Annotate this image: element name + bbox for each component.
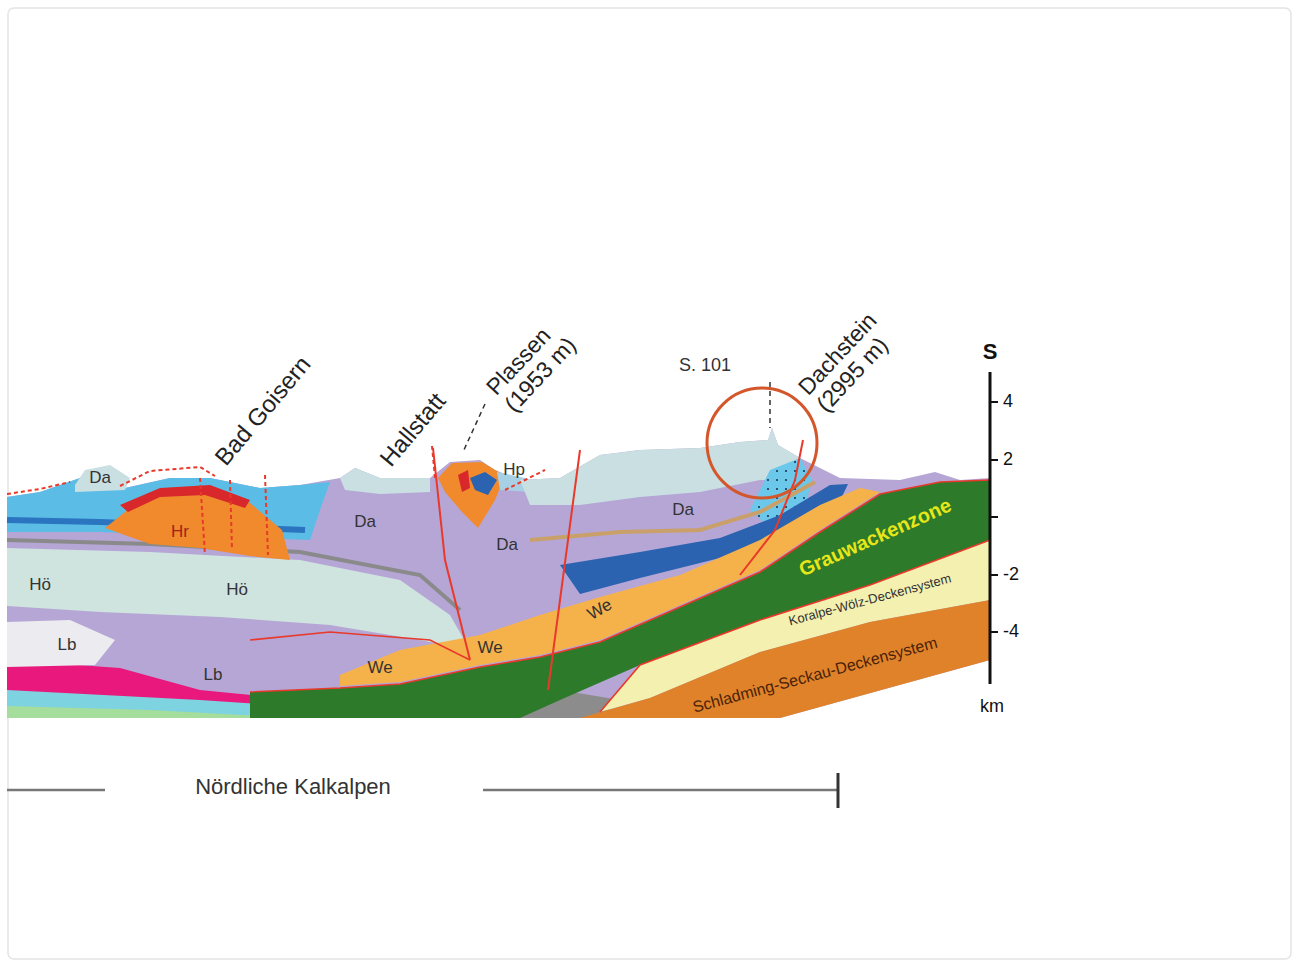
hallstatt-cap: [340, 468, 430, 494]
scale-tick: [990, 459, 998, 461]
peak-name: Dachstein (2995 m): [793, 291, 915, 417]
scale-number: 4: [1003, 392, 1013, 412]
range-label: Nördliche Kalkalpen: [195, 775, 391, 799]
highlight-circle: [707, 388, 817, 498]
scale-tick: [990, 631, 998, 633]
lb-body: [7, 620, 115, 667]
unit-code: Da: [672, 501, 694, 520]
unit-code: Hr: [171, 523, 189, 542]
unit-code: Da: [496, 536, 518, 555]
plassen-red: [458, 470, 470, 492]
thrust-line: [250, 632, 470, 660]
unit-code: We: [367, 659, 392, 678]
fault-line: [740, 440, 803, 575]
page-frame: [8, 8, 1291, 959]
range-bar: [483, 789, 838, 792]
dashed-fault: [120, 467, 215, 486]
place-name: Hallstatt: [375, 388, 451, 471]
scale-number: -2: [1003, 565, 1019, 585]
dashed-fault: [200, 478, 205, 555]
place-name: Bad Goisern: [210, 351, 316, 470]
scale-number: -4: [1003, 622, 1019, 642]
unit-code: Lb: [204, 666, 223, 685]
scale-tick: [990, 516, 998, 518]
scale-number: 2: [1003, 450, 1013, 470]
range-bar: [7, 789, 105, 792]
scale-tick: [990, 401, 998, 403]
direction-label: S: [983, 340, 998, 364]
unit-code: Da: [89, 469, 111, 488]
unit-code: Hp: [503, 461, 525, 480]
page-reference: S. 101: [679, 356, 731, 376]
plassen-body: [438, 462, 505, 528]
scale-unit: km: [980, 697, 1004, 717]
grauwacke-zone: [250, 480, 990, 718]
limestone-base: [7, 428, 990, 718]
dashed-fault: [265, 475, 268, 555]
unit-code: We: [584, 596, 615, 625]
unit-code: We: [477, 639, 502, 658]
unit-code: Hö: [29, 576, 51, 595]
unit-code: Hö: [226, 581, 248, 600]
dashed-fault: [230, 480, 232, 550]
scale-axis: [989, 372, 992, 684]
nappe-name: Koralpe-Wölz-Deckensystem: [787, 571, 953, 628]
leader-line: [463, 404, 485, 452]
unit-code: Lb: [58, 636, 77, 655]
dashed-fault: [7, 482, 70, 494]
range-bar-end: [837, 773, 840, 808]
peak-name: Plassen (1953 m): [481, 291, 603, 417]
nappe-name: Schladming-Seckau-Deckensystem: [691, 634, 939, 716]
unit-code: Da: [354, 513, 376, 532]
da-cap-left: [75, 465, 130, 492]
scale-tick: [990, 574, 998, 576]
fault-line: [548, 450, 580, 690]
zone-name: Grauwackenzone: [795, 493, 954, 580]
plassen-blue: [470, 472, 497, 495]
dashed-fault: [432, 446, 435, 478]
schladming-band: [580, 600, 990, 718]
dachstein-limestone: [520, 428, 800, 505]
fault-line: [433, 448, 470, 660]
